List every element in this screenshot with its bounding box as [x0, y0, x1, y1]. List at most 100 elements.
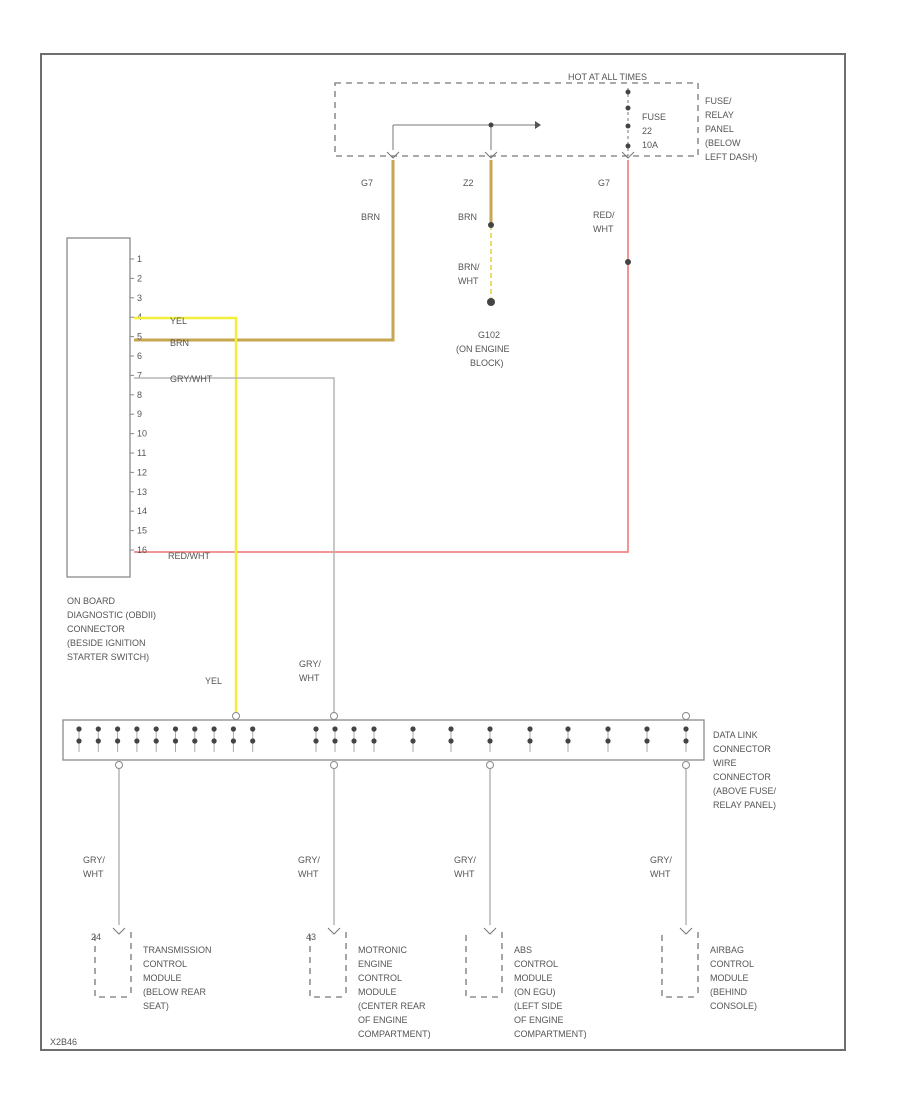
wire-red-wht-label: RED/WHT — [168, 551, 210, 561]
terminal-dot — [95, 726, 101, 732]
module-box — [661, 932, 699, 998]
footer-code: X2B46 — [50, 1037, 77, 1047]
wire-gry-wht-upper-label-2: WHT — [299, 673, 320, 683]
data-link-terminals — [76, 712, 690, 769]
module-label: (CENTER REAR — [358, 1001, 426, 1011]
module-box — [465, 932, 503, 998]
diagram-frame — [40, 53, 846, 1051]
branch-wire-label: GRY/ — [83, 855, 105, 865]
branch-wire-label: WHT — [454, 869, 475, 879]
fuse-relay-panel: HOT AT ALL TIMES FUSE 22 10A FUSE/ RELAY… — [334, 72, 757, 162]
module-label: TRANSMISSION — [143, 945, 212, 955]
terminal-dot — [192, 738, 198, 744]
wire-gry-wht-obd — [134, 377, 335, 712]
obd-pin-number: 10 — [137, 429, 147, 439]
module-label: (ON EGU) — [514, 987, 556, 997]
module-label: CONTROL — [710, 959, 754, 969]
terminal-dot — [250, 726, 256, 732]
terminal-dot — [644, 726, 650, 732]
module-label: ENGINE — [358, 959, 393, 969]
module-label: CONSOLE) — [710, 1001, 757, 1011]
obd-pin-number: 2 — [137, 273, 142, 283]
module-label: SEAT) — [143, 1001, 169, 1011]
terminal-dot — [313, 738, 319, 744]
terminal-dot — [332, 726, 338, 732]
module-label: ABS — [514, 945, 532, 955]
terminal-dot — [115, 726, 121, 732]
terminal-dot — [115, 738, 121, 744]
wire1-pin: G7 — [361, 178, 373, 188]
terminal-dot — [371, 726, 377, 732]
terminal-dot — [95, 738, 101, 744]
module-pin: 43 — [306, 932, 316, 942]
ground-label-3: BLOCK) — [470, 358, 504, 368]
wire2-color: BRN — [458, 212, 477, 222]
panel-label: FUSE/ — [705, 96, 732, 106]
obd-pin-number: 3 — [137, 293, 142, 303]
wire-yel — [134, 316, 238, 712]
wire3-pin: G7 — [598, 178, 610, 188]
ground-point — [487, 298, 495, 306]
terminal-dot — [527, 738, 533, 744]
branch-wire-label: GRY/ — [650, 855, 672, 865]
terminal-dot — [351, 738, 357, 744]
terminal-dot — [371, 738, 377, 744]
dlc-label-1: DATA LINK — [713, 730, 758, 740]
terminal-dot — [313, 726, 319, 732]
dlc-label-4: CONNECTOR — [713, 772, 771, 782]
obd-pin-number: 11 — [137, 448, 146, 458]
wire-red-wht — [134, 160, 629, 553]
obd-label-5: STARTER SWITCH) — [67, 652, 149, 662]
module-label: (BELOW REAR — [143, 987, 207, 997]
wire-gry-wht-label: GRY/WHT — [170, 374, 213, 384]
wire2-color2-b: WHT — [458, 276, 479, 286]
fuse-label: FUSE — [642, 112, 666, 122]
terminal-dot — [153, 738, 159, 744]
module-label: CONTROL — [358, 973, 402, 983]
terminal-dot — [332, 738, 338, 744]
terminal-dot — [683, 738, 689, 744]
module-label: MODULE — [143, 973, 182, 983]
terminal-dot — [605, 726, 611, 732]
terminal-dot — [410, 738, 416, 744]
wire3-color-a: RED/ — [593, 210, 615, 220]
dlc-label-6: RELAY PANEL) — [713, 800, 776, 810]
obd-label-3: CONNECTOR — [67, 624, 125, 634]
branch-wire-label: WHT — [298, 869, 319, 879]
module-pin: 24 — [91, 932, 101, 942]
wire-brn-obd — [134, 160, 395, 342]
obd-label-2: DIAGNOSTIC (OBDII) — [67, 610, 156, 620]
terminal-dot — [448, 726, 454, 732]
branch-wire-label: GRY/ — [298, 855, 320, 865]
obd-pin-number: 6 — [137, 351, 142, 361]
dlc-label-3: WIRE — [713, 758, 737, 768]
obd-label-1: ON BOARD — [67, 596, 116, 606]
terminal-dot — [134, 738, 140, 744]
obd-pin-number: 1 — [137, 254, 142, 264]
terminal-dot — [527, 726, 533, 732]
module-label: OF ENGINE — [514, 1015, 564, 1025]
terminal-dot — [134, 726, 140, 732]
terminal-dot — [351, 726, 357, 732]
module-label: MODULE — [514, 973, 553, 983]
module-label: COMPARTMENT) — [358, 1029, 431, 1039]
module-label: MODULE — [710, 973, 749, 983]
terminal-dot — [172, 738, 179, 744]
terminal-dot — [605, 738, 611, 744]
obd-pin-number: 8 — [137, 390, 142, 400]
branch-wire-label: WHT — [650, 869, 671, 879]
data-link-connector: DATA LINK CONNECTOR WIRE CONNECTOR (ABOV… — [62, 712, 777, 810]
terminal-dot — [172, 726, 179, 732]
ground-label-1: G102 — [478, 330, 500, 340]
terminal-dot — [250, 738, 256, 744]
obd-pin-number: 15 — [137, 526, 147, 536]
fuse-rating: 10A — [642, 140, 658, 150]
wire2-color2-a: BRN/ — [458, 262, 480, 272]
module-label: OF ENGINE — [358, 1015, 408, 1025]
terminal-dot — [211, 726, 217, 732]
branch-wire-label: GRY/ — [454, 855, 476, 865]
module-label: CONTROL — [514, 959, 558, 969]
